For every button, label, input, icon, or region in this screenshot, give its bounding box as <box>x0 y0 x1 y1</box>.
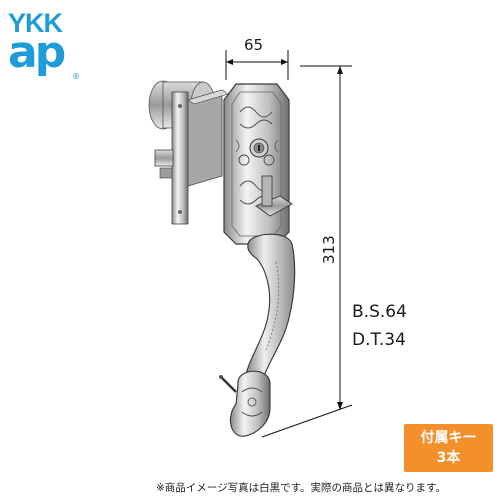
door-handle-grip <box>219 233 296 437</box>
height-label: 313 <box>320 235 338 264</box>
logo-ap-text: ap <box>8 27 66 78</box>
badge-line-2: 3本 <box>436 450 461 466</box>
backset-spec: B.S.64 <box>352 302 407 322</box>
image-disclaimer-note: ※商品イメージ写真は白黒です。実際の商品とは異なります。 <box>156 482 446 494</box>
mortise-lock-body <box>148 80 229 225</box>
door-thickness-spec: D.T.34 <box>352 330 406 350</box>
height-dimension <box>261 65 353 438</box>
ornate-escutcheon-plate <box>223 83 293 245</box>
width-dimension <box>225 50 289 80</box>
width-label: 65 <box>244 36 263 54</box>
included-keys-badge: 付属キー 3本 <box>404 424 493 472</box>
ykk-ap-logo: YKK ap ® <box>8 8 80 82</box>
logo-ykk-text: YKK <box>8 8 63 38</box>
badge-line-1: 付属キー <box>420 430 477 446</box>
registered-mark: ® <box>72 72 80 81</box>
